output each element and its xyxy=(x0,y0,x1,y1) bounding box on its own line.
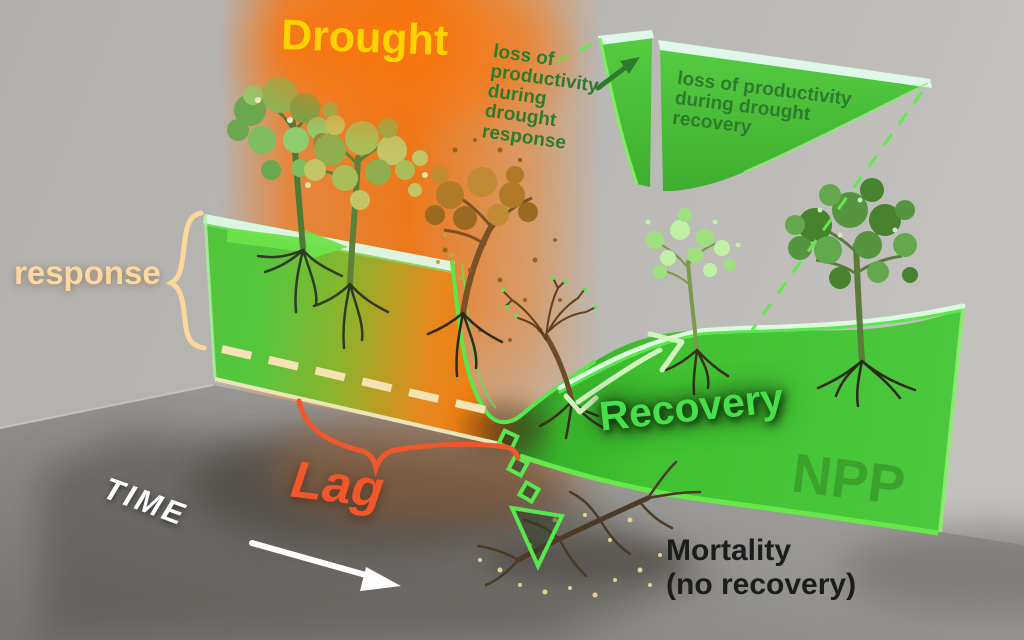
npp-label: NPP xyxy=(788,441,909,517)
recovery-top-highlight xyxy=(557,303,966,391)
loss-recovery-flag xyxy=(658,40,932,192)
recovery-arrow xyxy=(563,331,685,415)
drought-glow xyxy=(228,0,578,140)
time-arrow xyxy=(249,540,401,591)
loss-annotation-arrow xyxy=(595,57,640,91)
slab-left-edge xyxy=(203,213,217,379)
tree-defoliated xyxy=(501,276,606,440)
recovery-top-outline xyxy=(558,308,965,394)
response-label: response xyxy=(14,254,161,291)
slab-right-edge xyxy=(938,308,965,533)
lag-brace xyxy=(296,398,521,477)
slab-bottom-strip-left xyxy=(214,377,501,446)
new-buds xyxy=(501,276,598,318)
drought-label: Drought xyxy=(280,11,449,65)
loss-during-response-label: loss of productivity during drought resp… xyxy=(480,41,600,154)
npp-dip-outline xyxy=(450,260,596,425)
mortality-label: Mortality (no recovery) xyxy=(666,534,857,601)
dead-leaves xyxy=(478,513,662,598)
response-brace xyxy=(165,210,207,351)
mortality-arrow xyxy=(496,428,565,571)
npp-flow-arrow xyxy=(227,228,348,261)
right-slab-shadow xyxy=(840,525,1024,615)
wall-floor-edge xyxy=(0,384,214,429)
falling-leaves xyxy=(442,138,562,342)
tree-drought-stressed xyxy=(425,138,562,378)
npp-dip-outline-inner xyxy=(461,263,497,409)
lag-label: Lag xyxy=(287,450,387,520)
slab-bottom-strip-right xyxy=(519,453,939,536)
tree-recovered xyxy=(785,178,918,408)
tree-resprouting xyxy=(645,208,741,396)
